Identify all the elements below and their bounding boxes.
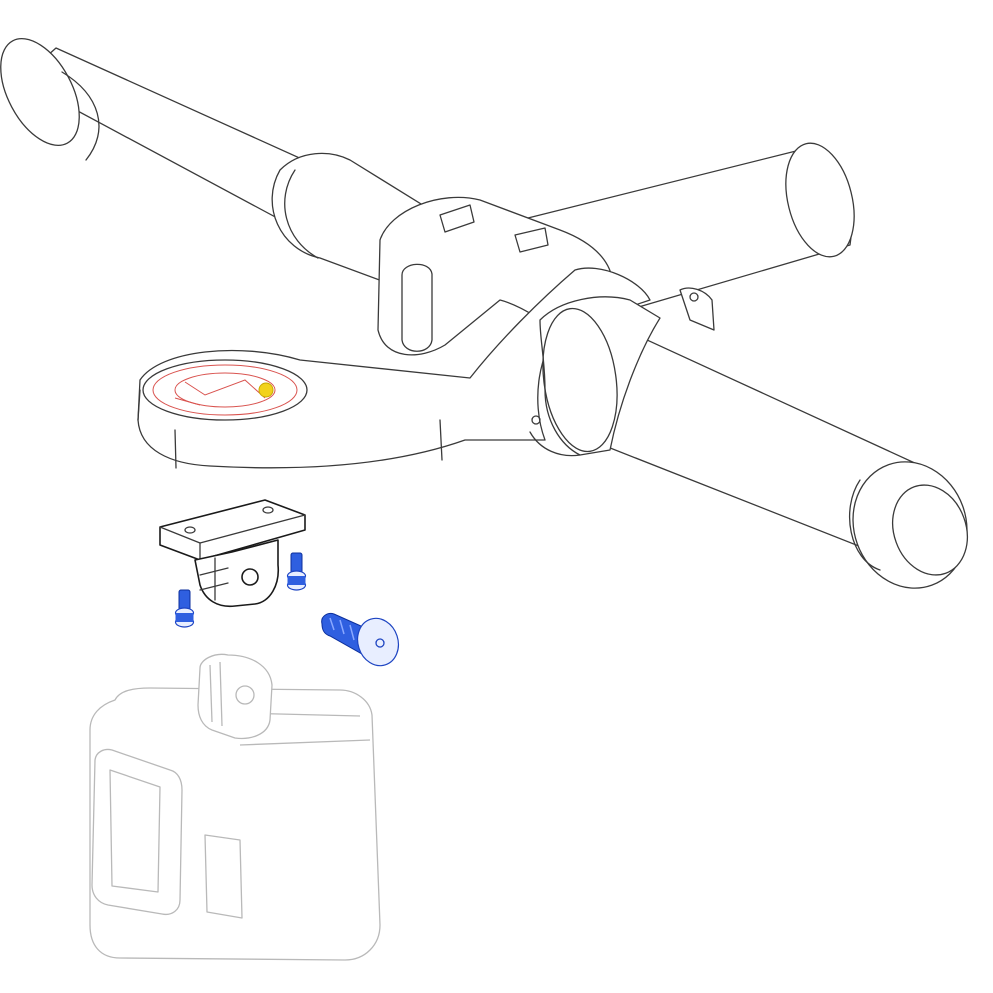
small-screw-left	[174, 589, 195, 628]
camera-adapter-bracket	[159, 499, 306, 608]
action-camera	[89, 653, 381, 961]
camera-bolt	[321, 613, 400, 667]
small-screw-right	[286, 552, 307, 591]
yellow-dot-icon	[258, 382, 274, 398]
out-front-mount	[137, 267, 661, 469]
